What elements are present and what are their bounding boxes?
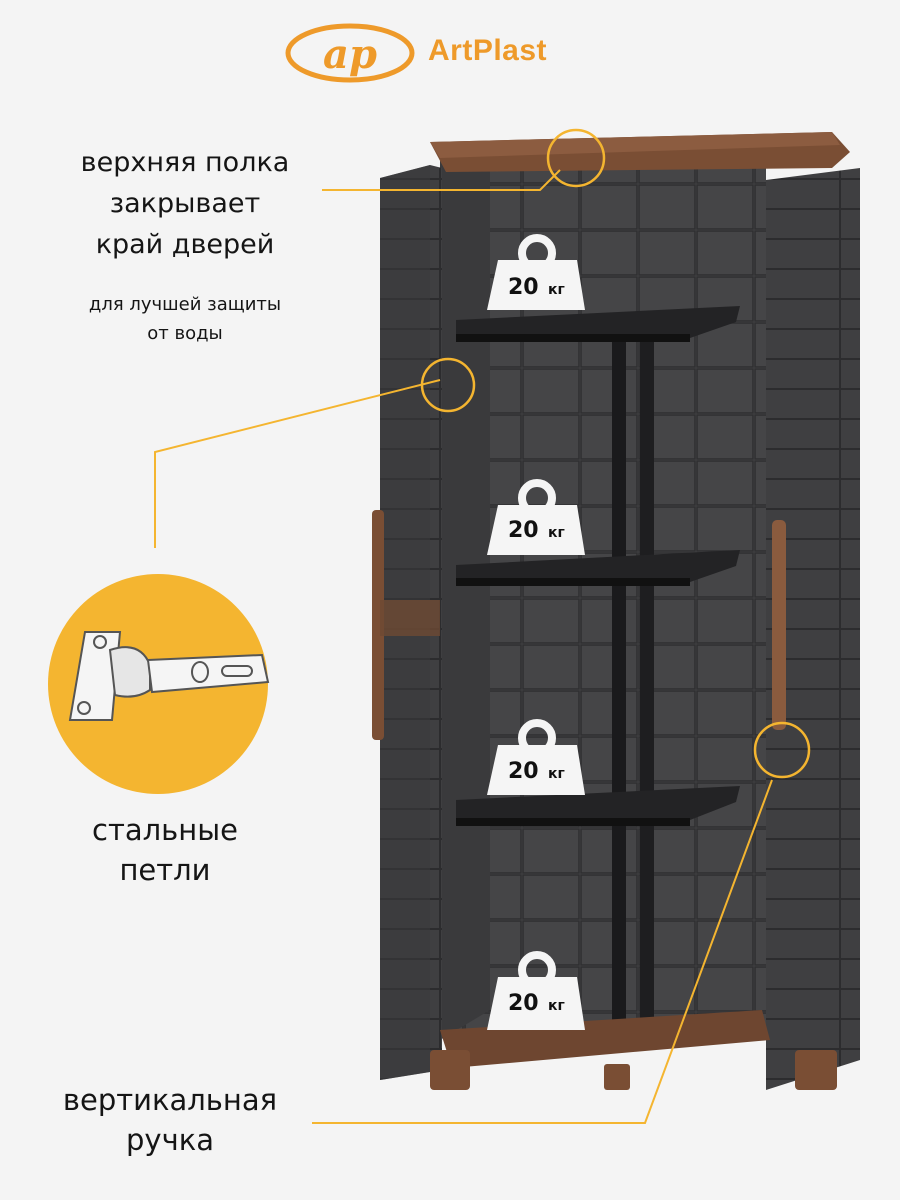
callout-ring (753, 721, 811, 779)
weight-unit: кг (548, 282, 565, 298)
caption-line: верхняя полка (80, 147, 290, 178)
cabinet-foot (795, 1050, 837, 1090)
weight-unit: кг (548, 525, 565, 541)
caption-line: вертикальная (62, 1083, 278, 1117)
shelf-post (640, 330, 654, 1030)
caption-handle: вертикальная ручка (30, 1080, 310, 1160)
cabinet-left-inner-side (440, 160, 490, 1040)
weight-value: 20 (508, 518, 539, 543)
shelf-post (612, 330, 626, 1050)
brand-name: ArtPlast (428, 34, 548, 67)
weight-value: 20 (508, 759, 539, 784)
caption-line: ручка (126, 1123, 214, 1157)
caption-line: стальные (92, 813, 238, 847)
steel-hinge-icon (68, 631, 270, 721)
caption-line: закрывает (109, 188, 261, 219)
weight-badge: 20 кг (487, 719, 585, 795)
cabinet-foot (430, 1050, 470, 1090)
caption-line: край дверей (95, 229, 275, 260)
artplast-logo: ap (285, 23, 415, 83)
caption-top-shelf: верхняя полка закрывает край дверей (40, 142, 330, 265)
cabinet-right-side (766, 168, 860, 1090)
callout-line (154, 379, 441, 548)
callout-line (322, 169, 561, 191)
cabinet-foot (604, 1064, 630, 1090)
weight-value: 20 (508, 991, 539, 1016)
weight-value: 20 (508, 275, 539, 300)
callout-line (312, 779, 773, 1124)
weight-unit: кг (548, 998, 565, 1014)
weight-unit: кг (548, 766, 565, 782)
door-handle (372, 510, 384, 740)
logo-emblem-text: ap (323, 31, 377, 78)
vertical-handle (772, 520, 786, 730)
weight-badge: 20 кг (487, 234, 585, 310)
shelf (456, 306, 740, 340)
logo-emblem-ring (285, 23, 415, 83)
callout-ring (420, 357, 476, 413)
caption-line: для лучшей защиты (88, 294, 282, 315)
shelf (456, 550, 740, 585)
weight-badge: 20 кг (487, 479, 585, 555)
cabinet-floor (440, 1010, 770, 1068)
callout-ring (546, 128, 606, 188)
shelf (456, 786, 740, 824)
caption-hinges: стальные петли (40, 810, 290, 890)
weight-badge: 20 кг (487, 951, 585, 1030)
caption-top-shelf-note: для лучшей защиты от воды (40, 290, 330, 348)
hinge-detail (48, 574, 270, 794)
caption-line: от воды (147, 323, 223, 344)
caption-line: петли (119, 853, 211, 887)
